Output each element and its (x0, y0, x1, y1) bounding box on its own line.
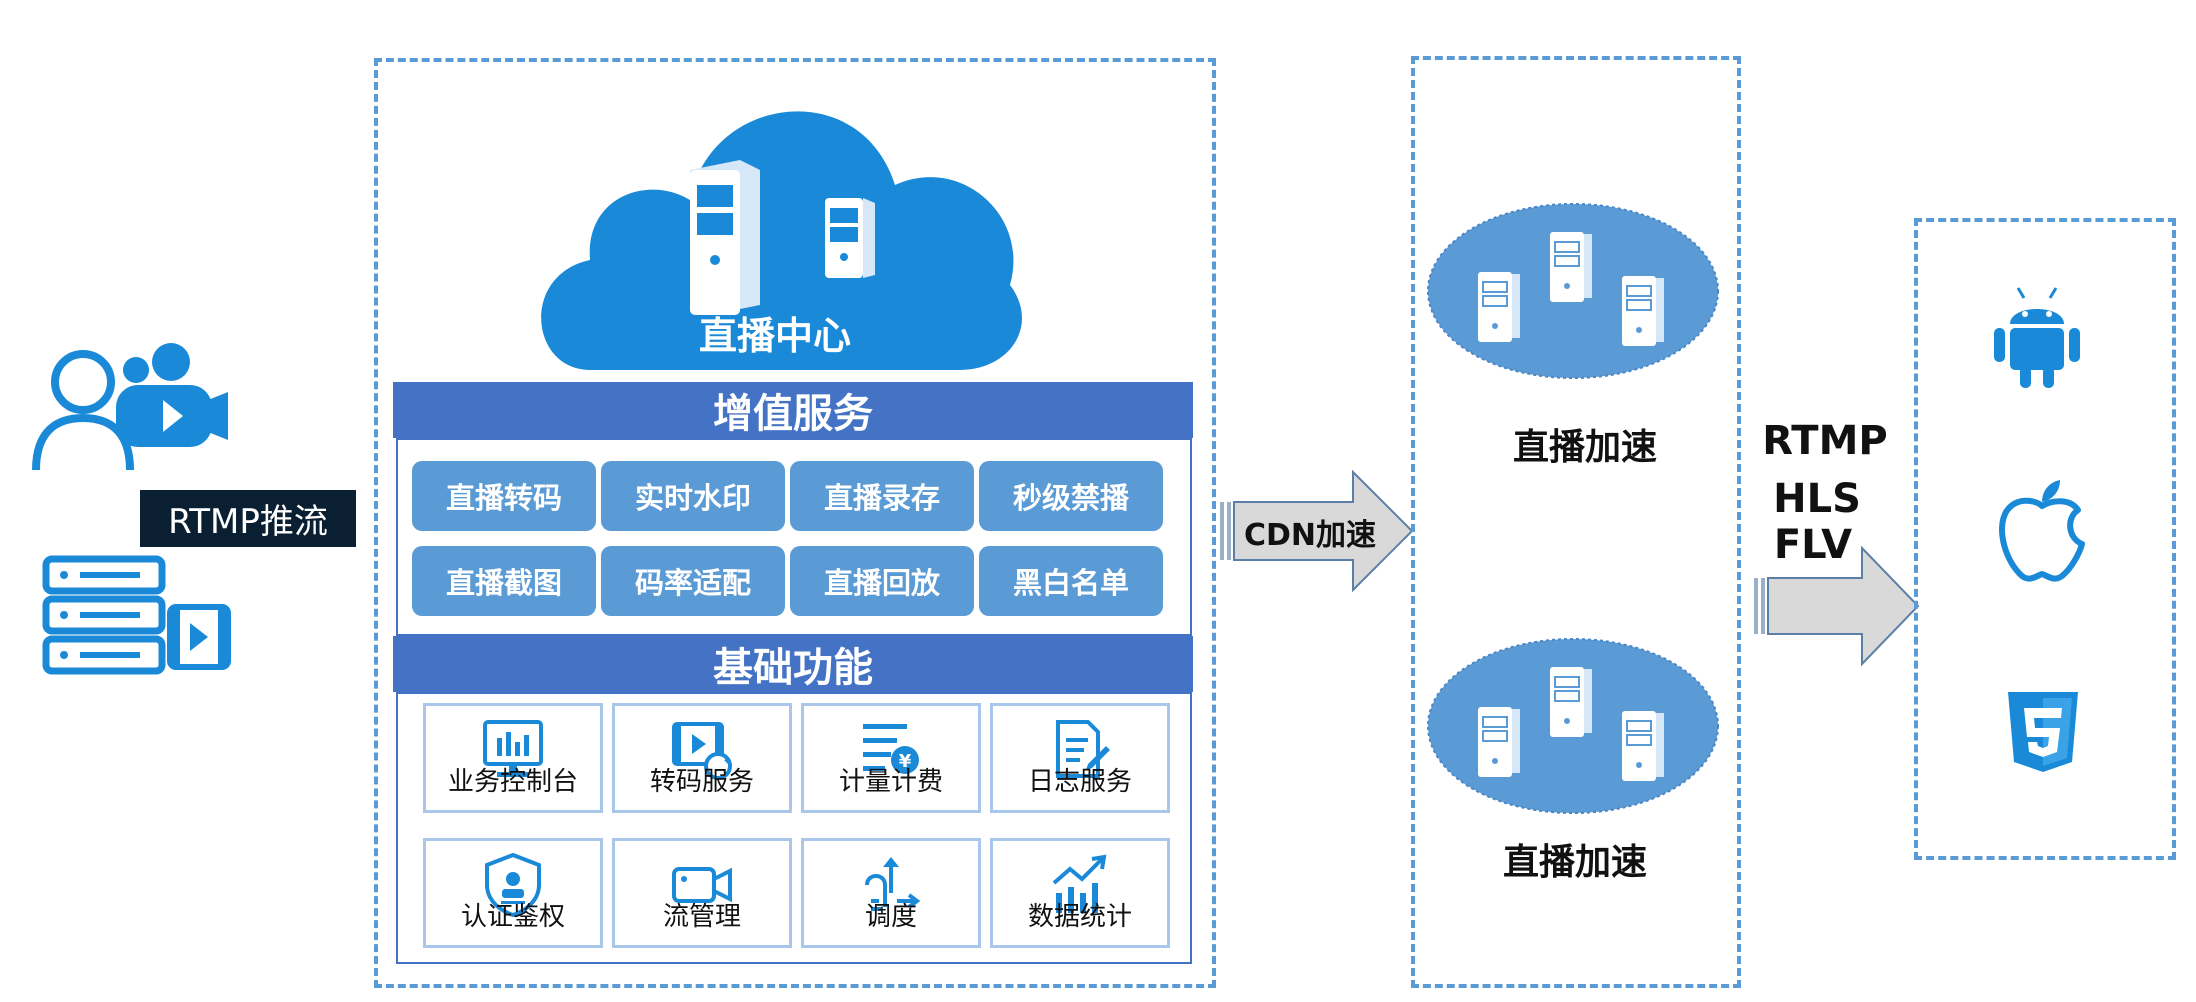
protocol-hls: HLS (1773, 476, 1861, 522)
service-live-transcode: 直播转码 (412, 461, 596, 531)
log-document-icon (1056, 720, 1110, 778)
edge-node-cluster-top (1427, 203, 1719, 379)
protocol-rtmp: RTMP (1762, 418, 1888, 464)
function-label: 日志服务 (1027, 767, 1132, 797)
billing-icon: ¥ (863, 724, 919, 774)
cdn-arrow-label: CDN加速 (1243, 518, 1377, 553)
function-label: 认证鉴权 (460, 902, 565, 932)
function-transcode: 转码服务 (612, 703, 792, 813)
edge-node-label-top: 直播加速 (1512, 427, 1657, 468)
cloud-icon (541, 111, 1022, 370)
service-live-playback: 直播回放 (790, 546, 974, 616)
stats-chart-icon (1052, 854, 1107, 913)
basic-functions-title: 基础功能 (393, 636, 1193, 692)
schedule-arrows-icon (865, 857, 921, 911)
function-auth: 认证鉴权 (423, 838, 603, 948)
server-icon (690, 160, 760, 315)
function-label: 计量计费 (838, 767, 943, 797)
protocol-flv: FLV (1773, 522, 1853, 568)
cdn-container (1411, 56, 1741, 988)
broadcaster-icon (32, 343, 228, 471)
server-icon (825, 198, 875, 278)
edge-node-label-bottom: 直播加速 (1502, 842, 1647, 883)
function-console: 业务控制台 (423, 703, 603, 813)
function-label: 调度 (864, 902, 917, 932)
function-label: 数据统计 (1027, 902, 1132, 932)
function-label: 业务控制台 (447, 767, 578, 797)
camera-icon (672, 867, 732, 903)
rtmp-push-label: RTMP推流 (140, 490, 356, 547)
function-log: 日志服务 (990, 703, 1170, 813)
service-instant-ban: 秒级禁播 (979, 461, 1163, 531)
delivery-arrow (1754, 546, 1920, 666)
function-billing: ¥ 计量计费 (801, 703, 981, 813)
service-bitrate-adapt: 码率适配 (601, 546, 785, 616)
clients-container (1914, 218, 2176, 860)
service-live-snapshot: 直播截图 (412, 546, 596, 616)
video-transcode-icon (672, 722, 732, 780)
service-realtime-watermark: 实时水印 (601, 461, 785, 531)
value-added-title: 增值服务 (393, 382, 1193, 438)
auth-shield-icon (485, 853, 541, 917)
service-live-recording: 直播录存 (790, 461, 974, 531)
edge-node-cluster-bottom (1427, 638, 1719, 814)
html5-icon (2008, 692, 2078, 772)
media-server-icon (42, 555, 231, 675)
apple-icon (1999, 480, 2085, 582)
cdn-arrow (1220, 470, 1414, 592)
function-scheduling: 调度 (801, 838, 981, 948)
android-icon (1994, 287, 2080, 388)
function-label: 转码服务 (649, 767, 754, 797)
console-monitor-icon (483, 720, 543, 777)
service-black-white-list: 黑白名单 (979, 546, 1163, 616)
live-center-container (374, 58, 1216, 988)
function-statistics: 数据统计 (990, 838, 1170, 948)
svg-text:¥: ¥ (899, 751, 912, 772)
function-stream-management: 流管理 (612, 838, 792, 948)
function-label: 流管理 (662, 902, 741, 932)
cloud-label: 直播中心 (698, 314, 851, 358)
